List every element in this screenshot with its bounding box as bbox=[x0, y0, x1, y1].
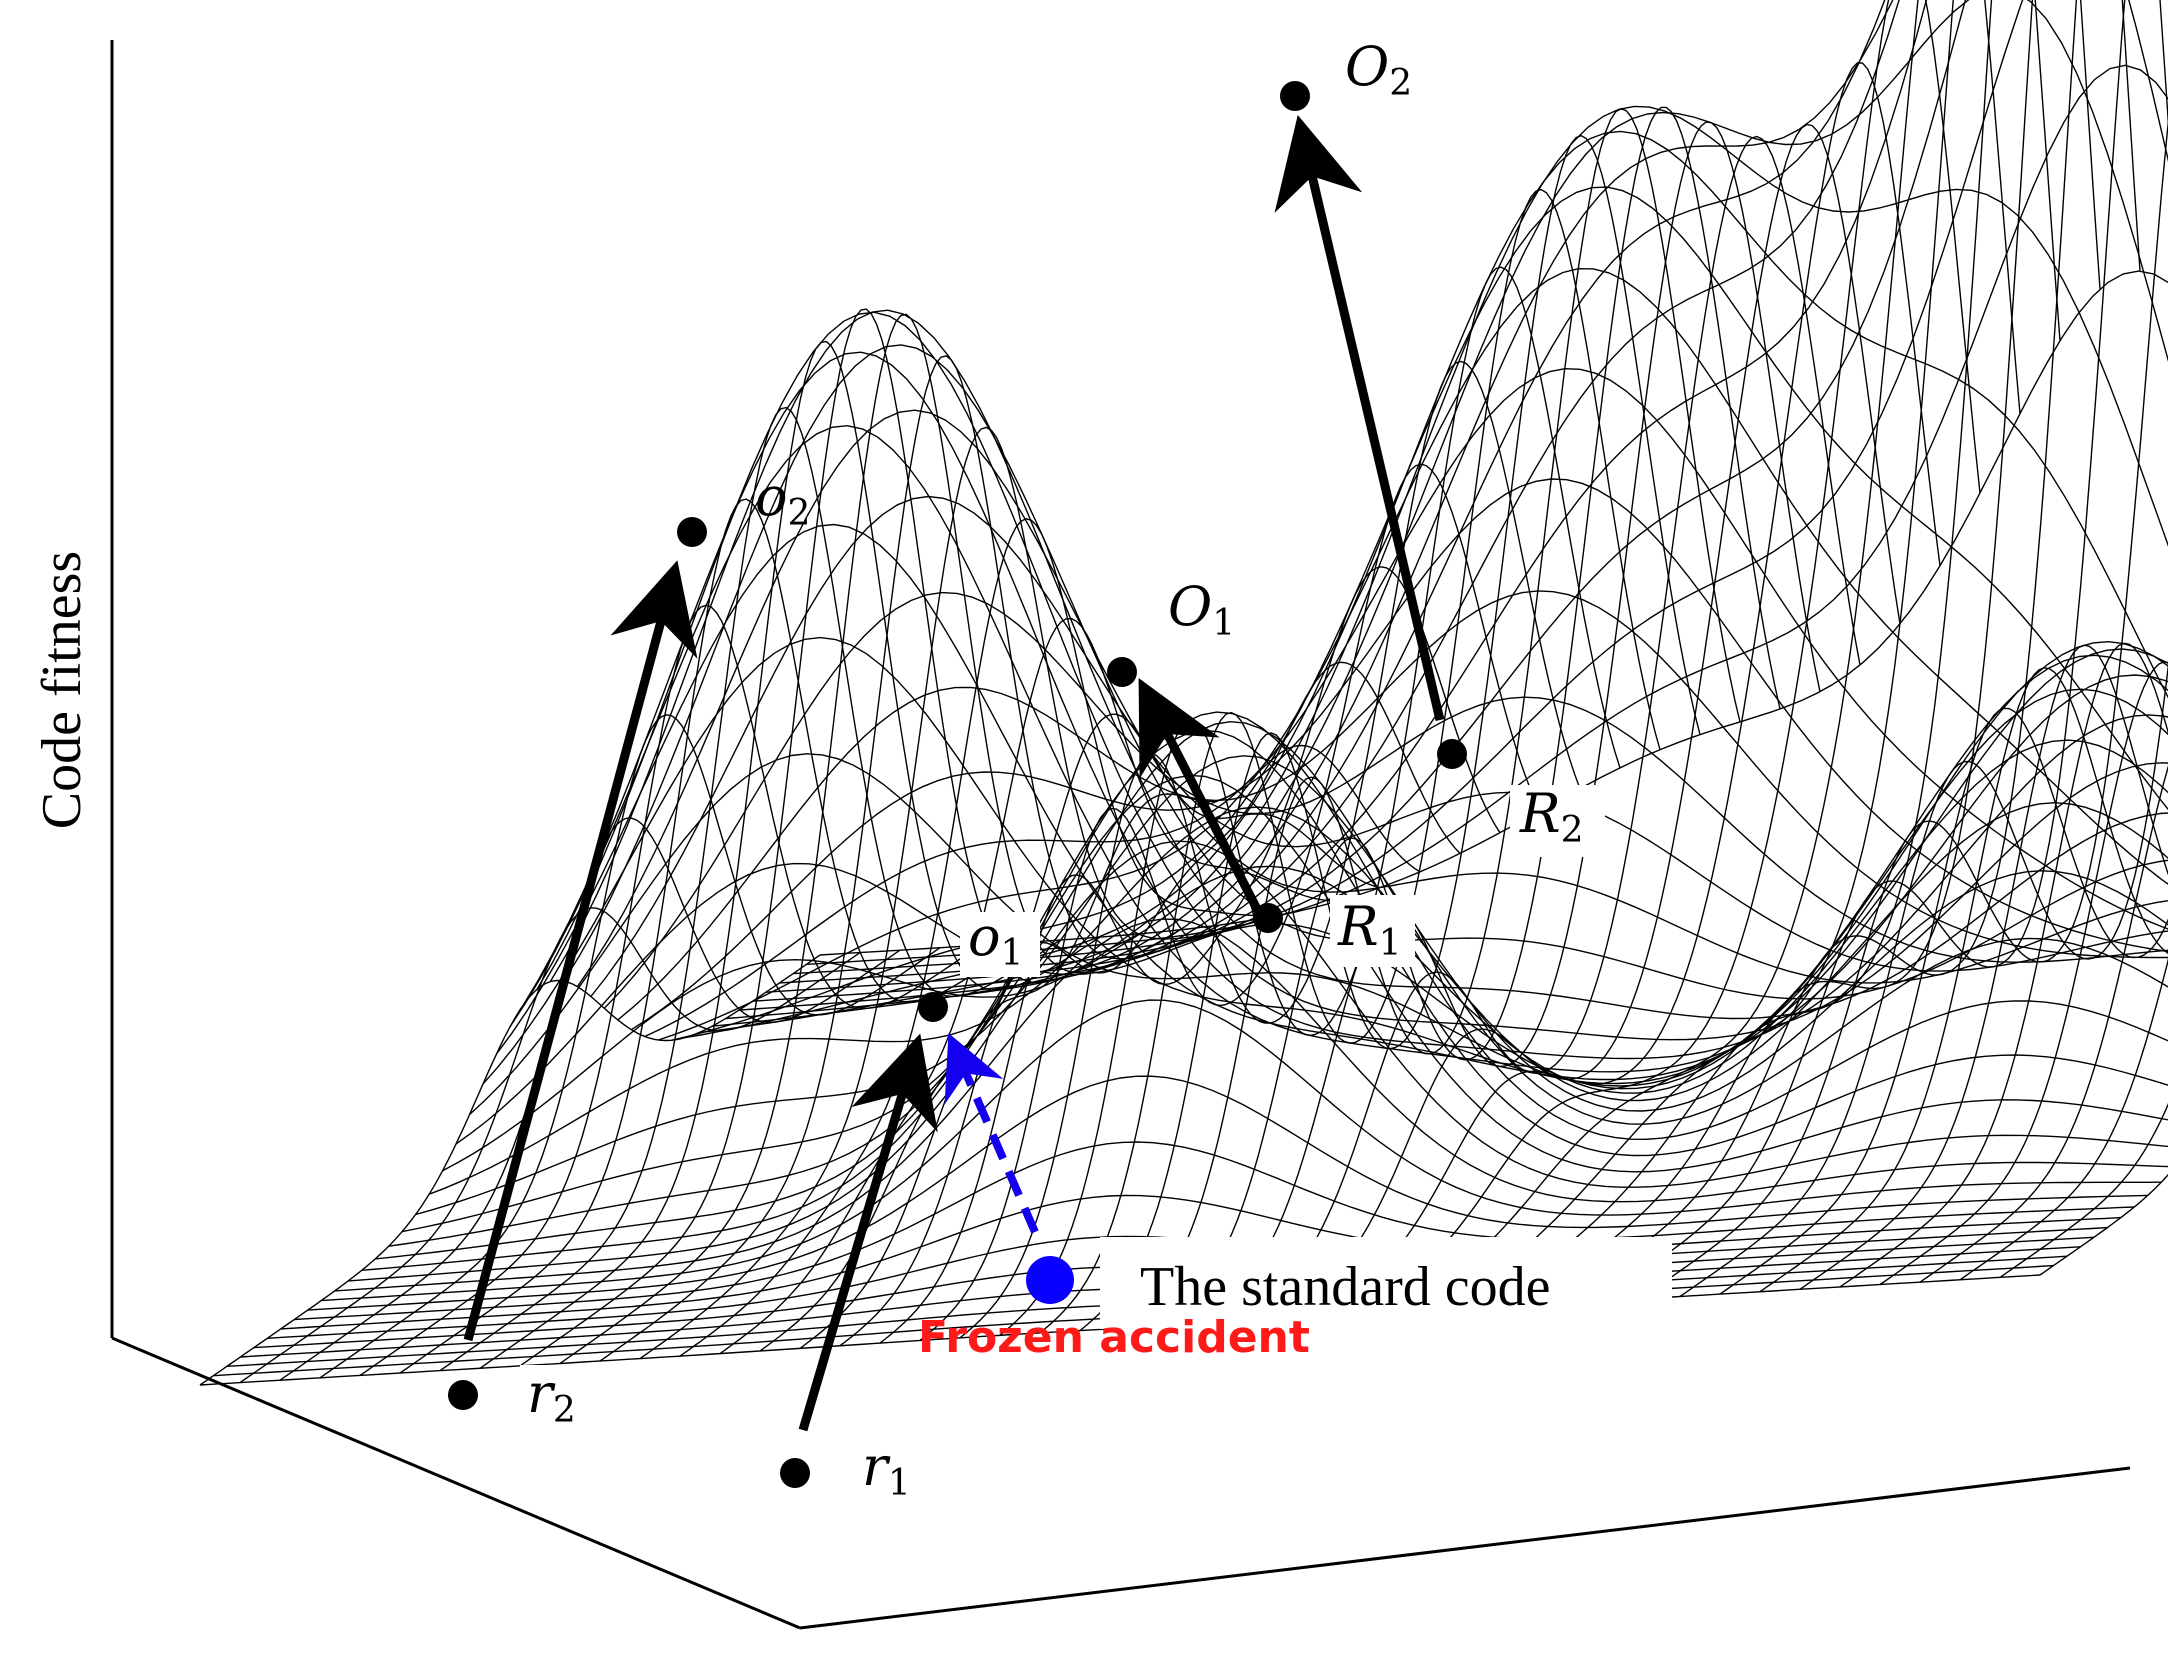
label-O1: O1 bbox=[1168, 575, 1235, 644]
arrow-R1-to-O1 bbox=[1138, 677, 1265, 918]
label-R2: R2 bbox=[1519, 782, 1584, 851]
marker-r2 bbox=[448, 1380, 478, 1410]
point-markers bbox=[448, 81, 1467, 1488]
marker-O1 bbox=[1107, 657, 1137, 687]
frozen-accident-label: Frozen accident bbox=[918, 1312, 1310, 1363]
arrow-r1-to-o1 bbox=[798, 1033, 938, 1432]
frozen-accident-dashed-arrow bbox=[944, 1032, 1039, 1234]
fitness-surface-mesh bbox=[199, 0, 2168, 1386]
point-labels: O2 o2 O1 o1 R2 R1 r2 r1 bbox=[527, 35, 1584, 1504]
axes-frame bbox=[110, 40, 2131, 1630]
label-R1: R1 bbox=[1337, 895, 1402, 964]
label-O2: O2 bbox=[1345, 35, 1412, 104]
marker-O2 bbox=[1280, 81, 1310, 111]
standard-code-label: The standard code bbox=[1140, 1256, 1550, 1318]
marker-R1 bbox=[1253, 903, 1283, 933]
x-axis-front-edge bbox=[799, 1466, 2131, 1630]
y-axis-label: Code fitness bbox=[31, 551, 93, 829]
arrow-r2-to-o2 bbox=[463, 560, 698, 1342]
label-backgrounds bbox=[520, 575, 1672, 1506]
marker-o1 bbox=[918, 992, 948, 1022]
climb-arrows bbox=[463, 114, 1445, 1432]
marker-o2 bbox=[677, 517, 707, 547]
label-r1: r1 bbox=[862, 1435, 911, 1504]
marker-r1 bbox=[780, 1458, 810, 1488]
x-axis-left-edge bbox=[111, 1336, 801, 1630]
arrow-R2-to-O2 bbox=[1274, 114, 1445, 722]
label-o1: o1 bbox=[968, 905, 1023, 974]
label-o2: o2 bbox=[755, 465, 810, 534]
label-r2: r2 bbox=[527, 1362, 576, 1431]
standard-code-dot bbox=[1026, 1256, 1074, 1304]
marker-R2 bbox=[1437, 739, 1467, 769]
